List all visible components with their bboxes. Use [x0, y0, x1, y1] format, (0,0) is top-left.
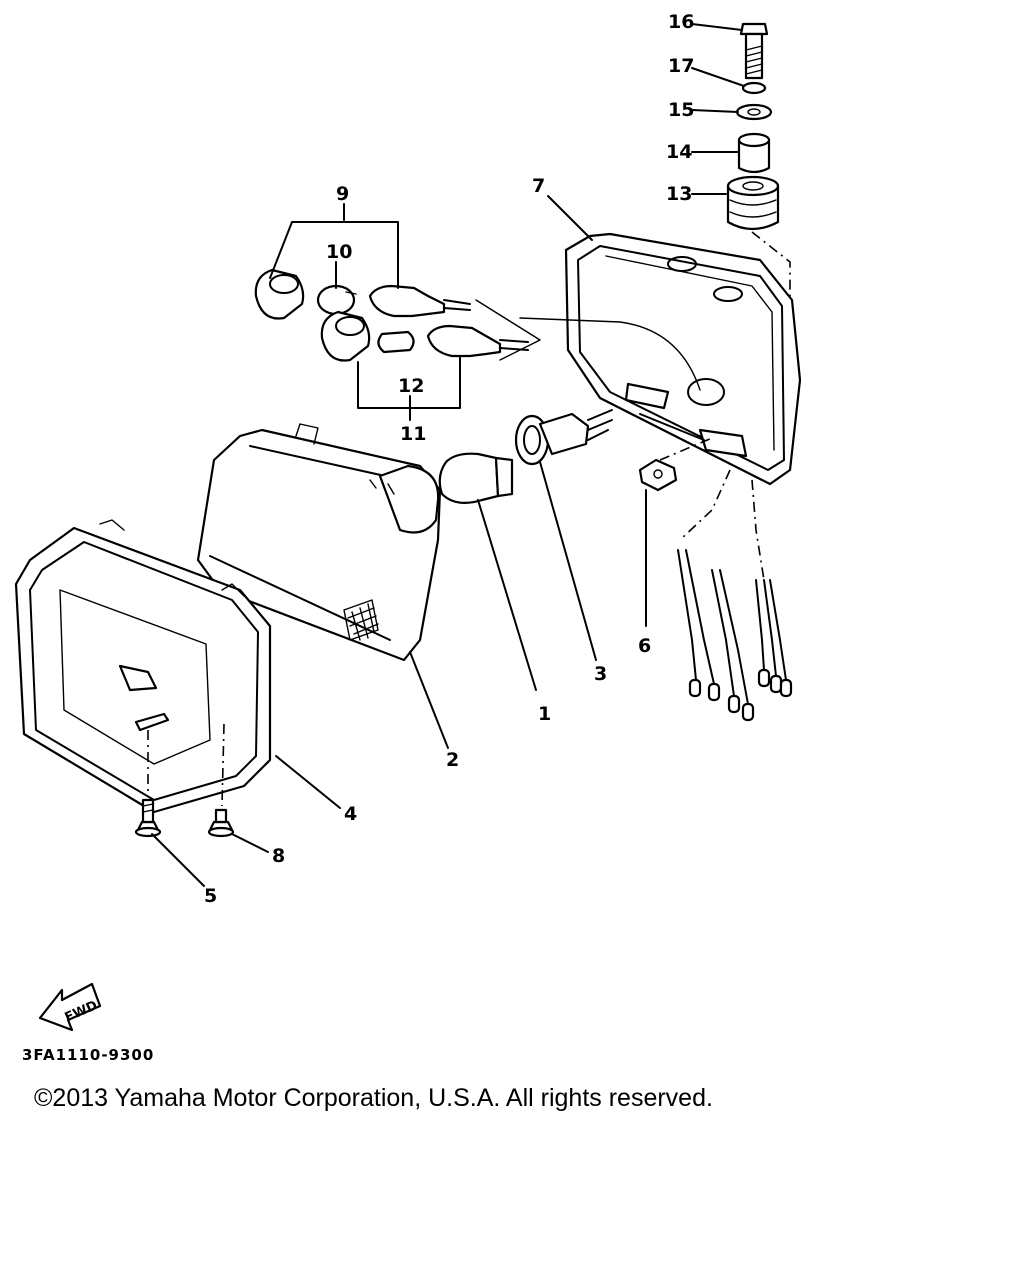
callout-13: 13	[666, 183, 692, 205]
part-4-rim	[14, 519, 272, 814]
callout-10: 10	[326, 241, 352, 263]
callout-15: 15	[668, 99, 694, 121]
part-7-housing	[564, 232, 802, 486]
callout-8: 8	[272, 845, 285, 867]
drawing-code: 3FA1110-9300	[22, 1046, 155, 1064]
callout-14: 14	[666, 141, 692, 163]
fwd-arrow-icon: FWD	[38, 982, 102, 1032]
callout-9: 9	[336, 183, 349, 205]
callout-12: 12	[398, 375, 424, 397]
callout-11: 11	[400, 423, 426, 445]
part-8-screw	[207, 808, 235, 838]
part-1-bulb	[438, 452, 514, 505]
part-12-bulb-lower	[377, 330, 415, 354]
callout-4: 4	[344, 803, 357, 825]
copyright-notice: ©2013 Yamaha Motor Corporation, U.S.A. A…	[34, 1084, 713, 1112]
callout-16: 16	[668, 11, 694, 33]
callout-5: 5	[204, 885, 217, 907]
part-2-headlight-unit	[196, 423, 442, 662]
leader-lines	[151, 23, 745, 887]
part-14-collar	[737, 132, 771, 174]
part-5-screw	[134, 798, 162, 838]
part-17-washer	[741, 81, 767, 95]
callout-1: 1	[538, 703, 551, 725]
callout-6: 6	[638, 635, 651, 657]
part-16-bolt	[739, 22, 769, 80]
callout-2: 2	[446, 749, 459, 771]
wire-harness	[677, 469, 793, 722]
callout-17: 17	[668, 55, 694, 77]
part-11-socket-lower	[320, 310, 529, 362]
part-3-socket	[514, 409, 613, 466]
callout-7: 7	[532, 175, 545, 197]
part-10-bulb-upper	[316, 284, 357, 316]
part-6-nut	[638, 458, 678, 492]
part-9-socket-upper	[254, 268, 471, 320]
part-13-grommet	[726, 175, 780, 231]
headlight-exploded-diagram: 16 17 15 14 13 7 9 10 12 11 6 3 1 2 4 8 …	[14, 11, 802, 1032]
part-15-washer	[735, 103, 773, 121]
callout-3: 3	[594, 663, 607, 685]
